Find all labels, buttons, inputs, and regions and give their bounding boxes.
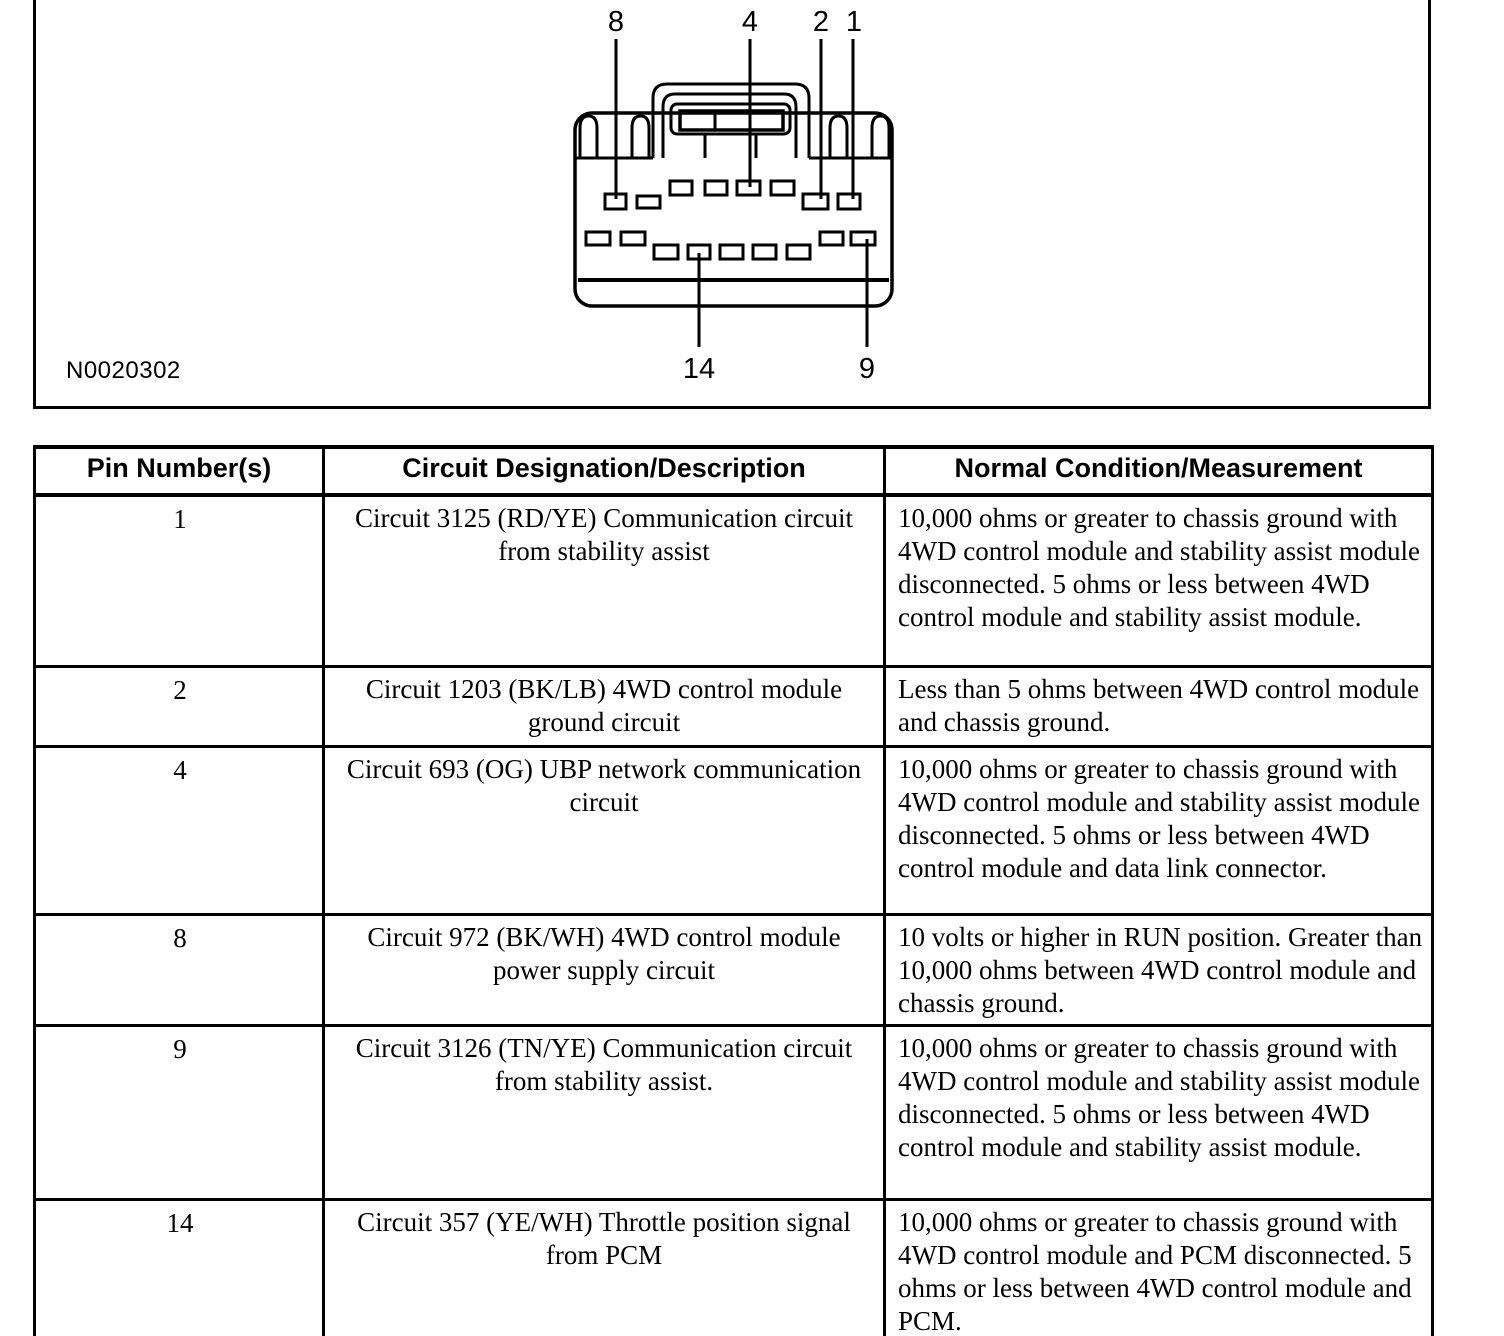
pin-1-cavity [836, 192, 862, 211]
column-header-pin: Pin Number(s) [33, 445, 325, 497]
circuit-description: Circuit 357 (YE/WH) Throttle position si… [322, 1198, 886, 1336]
circuit-description: Circuit 693 (OG) UBP network communicati… [322, 745, 886, 916]
pin-table: Pin Number(s) Circuit Designation/Descri… [33, 445, 1434, 1336]
callout-label-14: 14 [683, 353, 715, 385]
circuit-description: Circuit 3126 (TN/YE) Communication circu… [322, 1024, 886, 1201]
table-row: 9 Circuit 3126 (TN/YE) Communication cir… [33, 1024, 1434, 1201]
callout-label-1: 1 [846, 6, 862, 38]
callout-label-8: 8 [608, 6, 624, 38]
callout-lines [614, 39, 869, 347]
normal-condition: 10 volts or higher in RUN position. Grea… [883, 913, 1434, 1027]
callout-label-4: 4 [742, 6, 758, 38]
header-row: Pin Number(s) Circuit Designation/Descri… [33, 445, 1434, 497]
normal-condition: 10,000 ohms or greater to chassis ground… [883, 1024, 1434, 1201]
pin-number: 4 [33, 745, 325, 916]
connector-body [573, 111, 894, 308]
pin-number: 2 [33, 665, 325, 748]
column-header-condition: Normal Condition/Measurement [883, 445, 1434, 497]
pin-9-cavity [849, 230, 877, 247]
connector-figure-frame: 8 4 2 1 14 9 N0020302 [33, 0, 1431, 409]
normal-condition: Less than 5 ohms between 4WD control mod… [883, 665, 1434, 748]
table-row: 14 Circuit 357 (YE/WH) Throttle position… [33, 1198, 1434, 1336]
table-row: 2 Circuit 1203 (BK/LB) 4WD control modul… [33, 665, 1434, 748]
pin-2-cavity [801, 192, 830, 211]
circuit-description: Circuit 3125 (RD/YE) Communication circu… [322, 493, 886, 668]
normal-condition: 10,000 ohms or greater to chassis ground… [883, 493, 1434, 668]
connector-diagram: 8 4 2 1 14 9 [573, 6, 894, 385]
table-row: 4 Circuit 693 (OG) UBP network communica… [33, 745, 1434, 916]
circuit-description: Circuit 1203 (BK/LB) 4WD control module … [322, 665, 886, 748]
connector-latch [651, 82, 811, 158]
table-row: 8 Circuit 972 (BK/WH) 4WD control module… [33, 913, 1434, 1027]
normal-condition: 10,000 ohms or greater to chassis ground… [883, 745, 1434, 916]
pin-number: 1 [33, 493, 325, 668]
pin-number: 9 [33, 1024, 325, 1201]
pin-cavities-bottom [584, 230, 877, 261]
circuit-description: Circuit 972 (BK/WH) 4WD control module p… [322, 913, 886, 1027]
pin-number: 14 [33, 1198, 325, 1336]
callout-label-2: 2 [813, 6, 829, 38]
pin-number: 8 [33, 913, 325, 1027]
column-header-circuit: Circuit Designation/Description [322, 445, 886, 497]
callout-label-9: 9 [859, 353, 875, 385]
figure-id-label: N0020302 [66, 357, 181, 384]
table-row: 1 Circuit 3125 (RD/YE) Communication cir… [33, 493, 1434, 668]
normal-condition: 10,000 ohms or greater to chassis ground… [883, 1198, 1434, 1336]
